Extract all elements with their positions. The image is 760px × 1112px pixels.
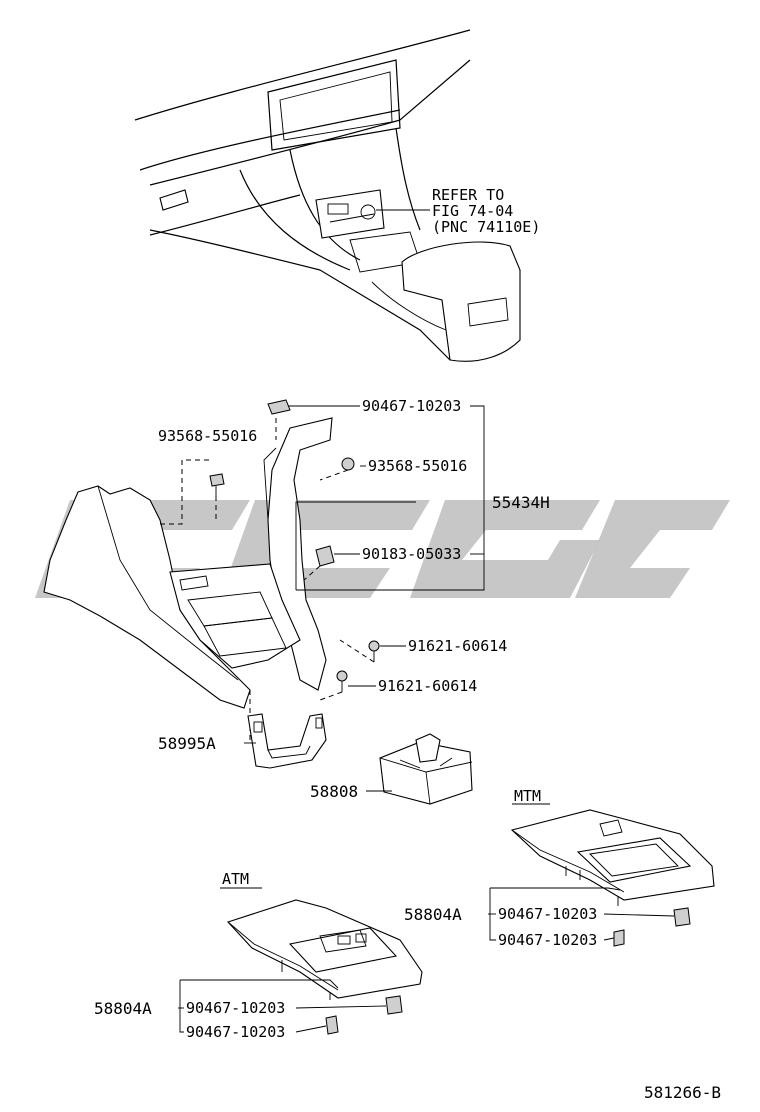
refer-line-1: REFER TO [432,186,504,204]
part-label-91621-upper: 91621-60614 [408,637,507,655]
part-label-58808: 58808 [310,782,358,801]
leader-lines [178,405,675,1033]
part-label-90183: 90183-05033 [362,545,461,563]
part-label-90467-top: 90467-10203 [362,397,461,415]
refer-line-3: (PNC 74110E) [432,218,540,236]
part-label-58995a: 58995A [158,734,216,753]
refer-line-2: FIG 74-04 [432,202,513,220]
part-label-91621-lower: 91621-60614 [378,677,477,695]
console-panel-illustration [43,399,380,740]
atm-bezel-illustration [227,899,423,1035]
part-label-55434h: 55434H [492,493,550,512]
part-label-93568-right: 93568-55016 [368,457,467,475]
atm-part-58804a: 58804A [94,999,152,1018]
mtm-heading: MTM [514,787,541,805]
dashboard-illustration [134,29,521,362]
shift-boot-illustration [379,733,473,805]
figure-code: 581266-B [644,1083,721,1102]
part-label-93568-left: 93568-55016 [158,427,257,445]
atm-clip-2: 90467-10203 [186,1023,285,1041]
mtm-bezel-illustration [510,809,715,947]
atm-clip-1: 90467-10203 [186,999,285,1017]
mtm-clip-1: 90467-10203 [498,905,597,923]
bracket-illustration [247,713,327,769]
mtm-part-58804a: 58804A [404,905,462,924]
mtm-clip-2: 90467-10203 [498,931,597,949]
atm-heading: ATM [222,870,249,888]
